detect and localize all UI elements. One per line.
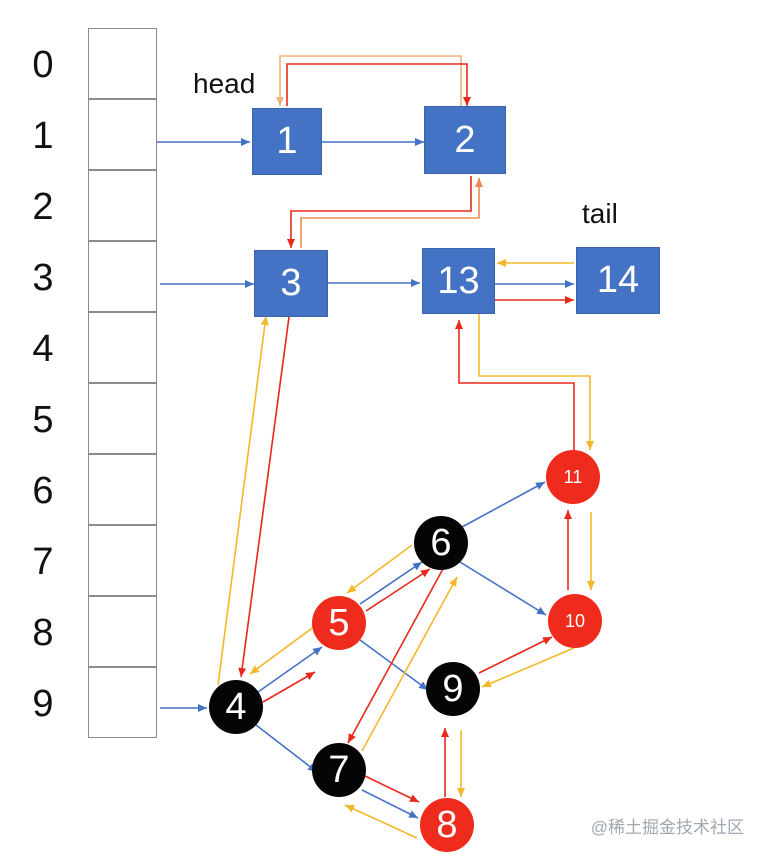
bucket-cell-3 (88, 241, 157, 312)
tail-label: tail (582, 198, 618, 229)
edge-t7-to-t8-after (364, 775, 420, 803)
bucket-index-7: 7 (32, 541, 54, 583)
edge-n2-to-n1-before (276, 55, 462, 106)
bucket-cell-9 (88, 667, 157, 738)
edge-t6-to-t7-after (347, 566, 445, 744)
edge-t5-to-t6 (359, 561, 423, 605)
bucket-cell-0 (88, 28, 157, 99)
bucket-index-9: 9 (32, 683, 54, 725)
edge-n2-to-n3-after (287, 176, 472, 248)
edge-t8-to-t7-before (344, 804, 418, 839)
edge-t4-to-t5-after (262, 671, 316, 703)
bucket-index-8: 8 (32, 612, 54, 654)
tree-node-4: 4 (209, 680, 263, 734)
bucket-index-6: 6 (32, 470, 54, 512)
edge-t4-to-t7 (255, 724, 318, 773)
bucket-index-4: 4 (32, 328, 54, 370)
bucket-index-1: 1 (32, 115, 54, 157)
tree-node-9: 9 (426, 662, 480, 716)
head-label: head (193, 68, 256, 99)
tree-node-10: 10 (548, 594, 602, 648)
edge-t5-to-t9 (359, 639, 429, 691)
bucket-cell-5 (88, 383, 157, 454)
bucket-index-3: 3 (32, 257, 54, 299)
bucket-cell-7 (88, 525, 157, 596)
tree-node-8: 8 (420, 798, 474, 852)
edge-n1-to-n2-after (286, 63, 471, 106)
tree-node-7: 7 (312, 743, 366, 797)
tree-node-6: 6 (414, 516, 468, 570)
edge-t5-to-t6-after (365, 568, 431, 612)
edge-t6-to-t5-before (346, 544, 413, 594)
edge-t5-to-t4-before (249, 625, 316, 675)
watermark: @稀土掘金技术社区 (590, 818, 744, 837)
tree-node-5: 5 (312, 596, 366, 650)
list-node-14: 14 (576, 247, 660, 314)
edge-t4-to-n3-before (217, 315, 269, 686)
edge-t9-to-t10-after (478, 636, 553, 674)
list-node-1: 1 (252, 108, 322, 175)
bucket-index-5: 5 (32, 399, 54, 441)
bucket-index-2: 2 (32, 186, 54, 228)
list-node-3: 3 (254, 250, 328, 317)
list-node-13: 13 (422, 248, 495, 314)
edge-n13-to-t11-before (478, 314, 594, 450)
edge-n3-to-t4-after (238, 316, 290, 678)
edge-t7-to-t8 (361, 789, 419, 819)
list-node-2: 2 (424, 106, 506, 174)
bucket-cell-2 (88, 170, 157, 241)
bucket-cell-8 (88, 596, 157, 667)
bucket-index-0: 0 (32, 44, 54, 86)
edge-t7-to-t6-before (361, 576, 458, 752)
edge-t6-to-t11 (461, 481, 546, 528)
bucket-cell-1 (88, 99, 157, 170)
bucket-cell-6 (88, 454, 157, 525)
edge-t6-to-t10 (459, 561, 547, 616)
edge-t10-to-t9-before (481, 647, 575, 688)
edge-t4-to-t5 (257, 646, 323, 693)
edge-n3-to-n2-before (300, 178, 483, 248)
edge-t11-to-n13-after (455, 320, 575, 451)
bucket-cell-4 (88, 312, 157, 383)
tree-node-11: 11 (546, 450, 600, 504)
